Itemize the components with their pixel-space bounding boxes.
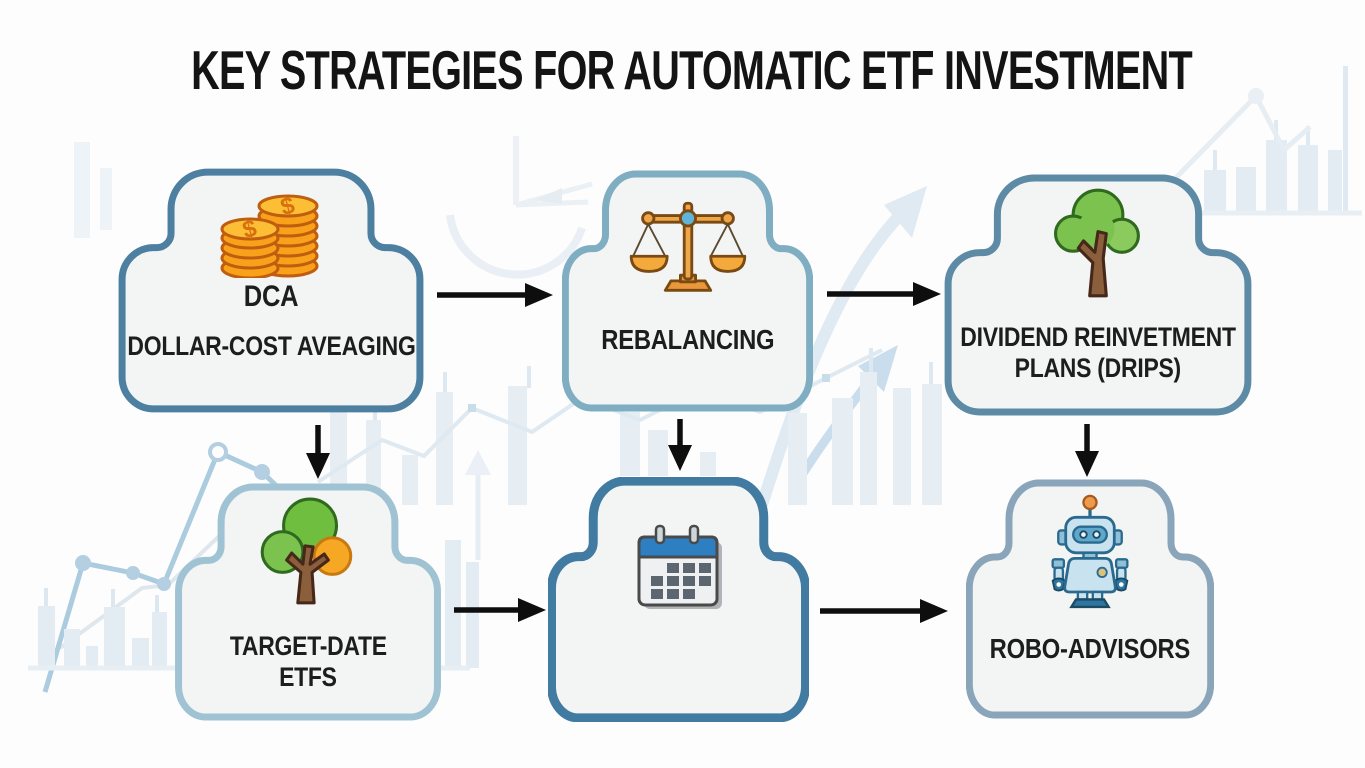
arrow-drips-to-robo-advisors xyxy=(1075,424,1099,477)
arrow-rebalancing-to-schedule xyxy=(668,419,692,471)
page-title: KEY STRATEGIES FOR AUTOMATIC ETF INVESTM… xyxy=(191,39,1193,101)
node-label-line1: REBALANCING xyxy=(600,324,775,355)
arrow-dca-to-rebalancing xyxy=(437,283,553,307)
node-label-line1: DIVIDEND REINVETMENT xyxy=(960,322,1236,352)
arrow-target-date-to-schedule xyxy=(454,598,546,622)
node-cloud-shape xyxy=(118,168,424,413)
arrow-rebalancing-to-drips xyxy=(827,282,941,306)
arrow-schedule-to-robo-advisors xyxy=(820,599,948,623)
pie-chart-decor xyxy=(446,136,593,279)
robot-icon xyxy=(1051,494,1129,609)
node-label-line2: DOLLAR-COST AVEAGING xyxy=(126,330,416,361)
node-label-line1: TARGET-DATE xyxy=(229,631,387,661)
node-target-date-etfs: TARGET-DATE ETFS xyxy=(175,483,441,721)
calendar-icon xyxy=(637,524,722,609)
node-label-line1: ROBO-ADVISORS xyxy=(989,633,1191,664)
bar-chart-decor-topright xyxy=(1156,66,1362,216)
coins-icon: $ $ xyxy=(220,192,319,278)
node-label-line2: PLANS (DRIPS) xyxy=(1014,353,1182,384)
node-rebalancing: REBALANCING xyxy=(562,170,813,412)
node-label-line1: DCA xyxy=(243,280,299,313)
node-dca: $ $ DCA DOLLAR-COST AVEAGING xyxy=(118,168,424,413)
node-robo-advisors: ROBO-ADVISORS xyxy=(966,479,1214,719)
tree-coin-icon xyxy=(260,497,353,605)
candlestick-decor-center xyxy=(316,348,942,505)
node-label-line2: ETFS xyxy=(279,662,337,693)
balance-scale-icon xyxy=(629,201,746,292)
node-investment-schedule xyxy=(548,477,809,722)
candlestick-decor-topleft xyxy=(74,142,112,238)
up-arrow-decor xyxy=(465,450,491,560)
arrow-dca-to-target-date xyxy=(306,425,330,479)
tree-icon xyxy=(1053,188,1140,298)
node-drips: DIVIDEND REINVETMENT PLANS (DRIPS) xyxy=(944,174,1252,416)
